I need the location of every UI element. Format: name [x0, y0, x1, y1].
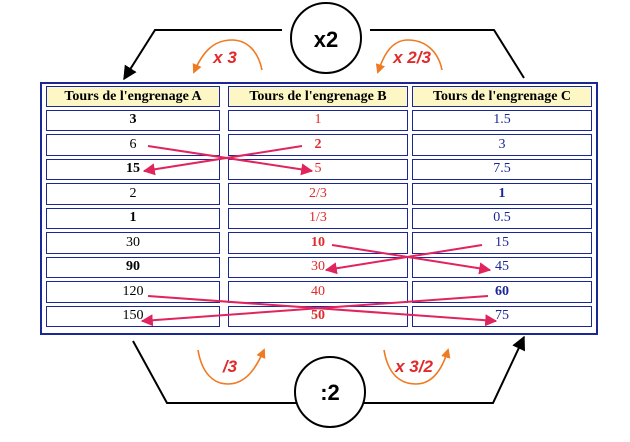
- top-right-curve-arrow: [375, 39, 443, 74]
- cross-arrow-60-to-150: [140, 295, 489, 327]
- cell-c-row-1: 1.5: [412, 109, 592, 132]
- cell-c-row-8: 60: [412, 281, 592, 303]
- cross-arrow-15-to-30: [324, 244, 483, 275]
- cell-b-row-3: 5: [228, 158, 408, 181]
- bottom-left-curve-arrow: [197, 348, 266, 385]
- header-tours-c: Tours de l'engrenage C: [412, 86, 592, 107]
- top-connector-arrow: [123, 29, 282, 81]
- header-tours-b: Tours de l'engrenage B: [228, 86, 408, 107]
- cell-b-row-2: 2: [228, 134, 408, 156]
- bottom-connector-arrow: [364, 335, 525, 404]
- cell-c-row-7: 45: [412, 256, 592, 279]
- cell-b-row-4: 2/3: [228, 183, 408, 205]
- cell-c-row-4: 1: [412, 183, 592, 205]
- cell-c-row-6: 15: [412, 232, 592, 254]
- bottom-ratio-circle: [294, 356, 366, 428]
- top-left-ratio-label: x 3: [212, 48, 237, 67]
- cell-a-row-3: 15: [46, 158, 220, 181]
- cell-b-row-9: 50: [228, 305, 408, 328]
- cell-c-row-9: 75: [412, 305, 592, 328]
- bottom-ratio-label: :2: [320, 380, 340, 405]
- top-left-curve-arrow: [192, 39, 263, 74]
- bottom-connector-path: [132, 340, 296, 404]
- bottom-right-ratio-label: x 3/2: [394, 357, 433, 376]
- cell-b-row-1: 1: [228, 109, 408, 132]
- cell-a-row-8: 120: [46, 281, 220, 303]
- cell-b-row-8: 40: [228, 281, 408, 303]
- cell-b-row-5: 1/3: [228, 207, 408, 230]
- cell-a-row-4: 2: [46, 183, 220, 205]
- cross-arrow-10-to-45: [331, 244, 492, 275]
- cell-b-row-7: 30: [228, 256, 408, 279]
- cell-c-row-3: 7.5: [412, 158, 592, 181]
- cross-arrow-6-to-5: [147, 145, 314, 176]
- cell-a-row-6: 30: [46, 232, 220, 254]
- top-ratio-circle: [290, 2, 362, 74]
- cell-a-row-9: 150: [46, 305, 220, 328]
- header-tours-a: Tours de l'engrenage A: [46, 86, 220, 107]
- cell-a-row-2: 6: [46, 134, 220, 156]
- cell-a-row-7: 90: [46, 256, 220, 279]
- cell-a-row-1: 3: [46, 109, 220, 132]
- bottom-right-curve-arrow: [383, 348, 451, 385]
- cell-a-row-5: 1: [46, 207, 220, 230]
- cell-c-row-5: 0.5: [412, 207, 592, 230]
- cell-c-row-2: 3: [412, 134, 592, 156]
- top-connector-path: [370, 29, 525, 79]
- cross-arrow-2-to-15: [142, 145, 303, 176]
- cell-b-row-6: 10: [228, 232, 408, 254]
- top-ratio-label: x2: [314, 27, 338, 52]
- bottom-left-ratio-label: /3: [222, 357, 238, 376]
- top-right-ratio-label: x 2/3: [392, 48, 431, 67]
